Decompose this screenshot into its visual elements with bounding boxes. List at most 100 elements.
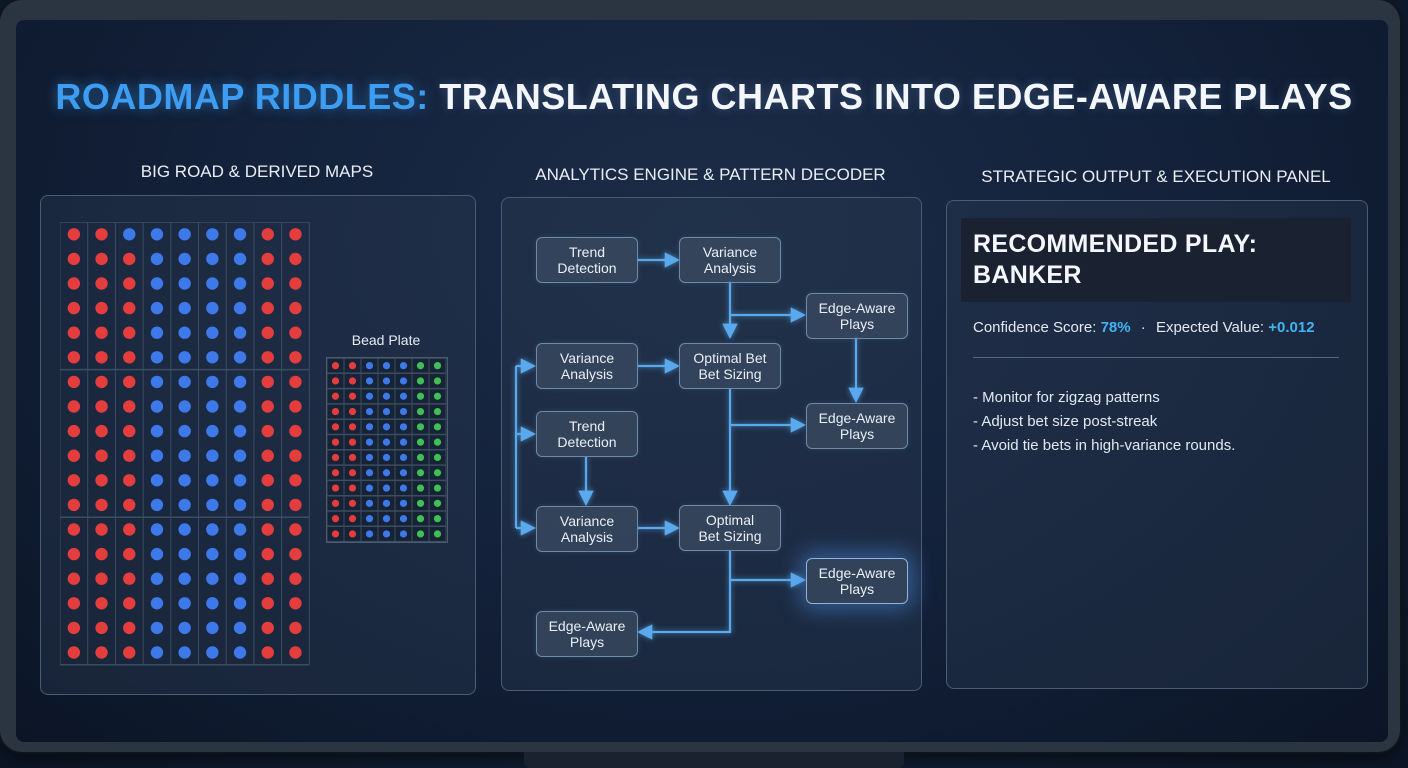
bead xyxy=(365,530,374,538)
bead xyxy=(233,301,247,315)
bead xyxy=(233,400,247,413)
title-rest: TRANSLATING CHARTS INTO EDGE-AWARE PLAYS xyxy=(439,76,1353,117)
bead xyxy=(261,351,274,364)
node-edge-aware-plays-2[interactable]: Edge-Aware Plays xyxy=(806,403,908,449)
bead xyxy=(331,438,340,446)
bead xyxy=(95,375,108,389)
bead xyxy=(416,423,425,431)
bead xyxy=(95,547,108,561)
bead xyxy=(399,362,408,370)
bead xyxy=(178,547,191,561)
bead xyxy=(123,424,136,438)
bead xyxy=(67,498,81,512)
bead xyxy=(261,597,274,610)
bead-plate-grid xyxy=(326,357,447,543)
bead xyxy=(233,621,247,635)
bead xyxy=(233,523,247,536)
metrics-separator: · xyxy=(1140,319,1146,336)
bead xyxy=(399,438,408,446)
bead xyxy=(67,474,81,487)
bead xyxy=(67,252,81,266)
bead xyxy=(150,621,164,635)
bead xyxy=(95,301,108,315)
bead xyxy=(261,301,274,315)
node-trend-detection-2[interactable]: Trend Detection xyxy=(536,411,638,457)
confidence-value: 78% xyxy=(1100,319,1131,336)
bead xyxy=(150,252,164,266)
node-edge-aware-plays-4[interactable]: Edge-Aware Plays xyxy=(536,611,638,657)
bead xyxy=(261,449,274,462)
tip-item: - Monitor for zigzag patterns xyxy=(973,389,1160,406)
node-variance-analysis-3[interactable]: Variance Analysis xyxy=(536,506,638,552)
bead xyxy=(67,326,81,339)
bead xyxy=(178,400,191,413)
tip-item: - Adjust bet size post-streak xyxy=(973,413,1158,430)
bead xyxy=(123,646,136,659)
bead xyxy=(233,646,247,659)
connector-n9-n11 xyxy=(636,550,732,640)
bead xyxy=(178,474,191,487)
bead xyxy=(95,572,108,585)
big-road-grid xyxy=(60,222,310,666)
bead xyxy=(178,301,191,315)
big-road-heading: BIG ROAD & DERIVED MAPS xyxy=(140,162,374,181)
bead xyxy=(67,449,81,462)
bead xyxy=(233,498,247,512)
bead xyxy=(399,499,408,507)
bead xyxy=(178,424,191,438)
bead xyxy=(67,621,81,635)
bead xyxy=(67,228,81,241)
bead xyxy=(67,375,81,389)
node-edge-aware-plays-3[interactable]: Edge-Aware Plays xyxy=(806,558,908,604)
bead xyxy=(123,301,136,315)
node-variance-analysis-2[interactable]: Variance Analysis xyxy=(536,343,638,389)
bead xyxy=(399,484,408,492)
bead xyxy=(261,646,274,659)
bead xyxy=(289,326,302,339)
divider xyxy=(973,357,1339,358)
bead xyxy=(289,228,302,241)
recommended-play-box xyxy=(961,218,1351,302)
bead xyxy=(150,301,164,315)
bead xyxy=(365,438,374,446)
bead xyxy=(123,252,136,266)
bead xyxy=(382,407,391,416)
bead xyxy=(123,375,136,389)
bead xyxy=(150,646,164,659)
tips-list: - Monitor for zigzag patterns - Adjust b… xyxy=(973,386,1235,458)
bead xyxy=(206,474,219,487)
bead xyxy=(382,438,391,446)
bead xyxy=(416,407,425,416)
bead xyxy=(416,453,425,462)
bead xyxy=(399,392,408,400)
bead xyxy=(348,423,357,431)
node-optimal-bet-sizing-1[interactable]: Optimal Bet Bet Sizing xyxy=(679,343,781,389)
bead xyxy=(331,453,340,462)
node-edge-aware-plays-1[interactable]: Edge-Aware Plays xyxy=(806,293,908,339)
bead xyxy=(382,362,391,370)
bead xyxy=(178,449,191,462)
bead xyxy=(289,572,302,585)
bead xyxy=(178,252,191,266)
bead xyxy=(67,277,81,290)
bead xyxy=(206,375,219,389)
bead xyxy=(123,597,136,610)
bead xyxy=(67,646,81,659)
bead xyxy=(416,392,425,400)
bead xyxy=(178,326,191,339)
bead xyxy=(289,523,302,536)
bead xyxy=(95,474,108,487)
bead xyxy=(365,362,374,370)
bead xyxy=(399,423,408,431)
node-optimal-bet-sizing-2[interactable]: Optimal Bet Sizing xyxy=(679,505,781,551)
strategy-heading: STRATEGIC OUTPUT & EXECUTION PANEL xyxy=(981,167,1331,186)
bead xyxy=(206,326,219,339)
bead xyxy=(433,515,442,523)
bead xyxy=(348,377,357,385)
node-variance-analysis-1[interactable]: Variance Analysis xyxy=(679,237,781,283)
bead xyxy=(289,277,302,290)
bead xyxy=(433,423,442,431)
node-trend-detection-1[interactable]: Trend Detection xyxy=(536,237,638,283)
bead xyxy=(95,449,108,462)
bead xyxy=(348,530,357,538)
